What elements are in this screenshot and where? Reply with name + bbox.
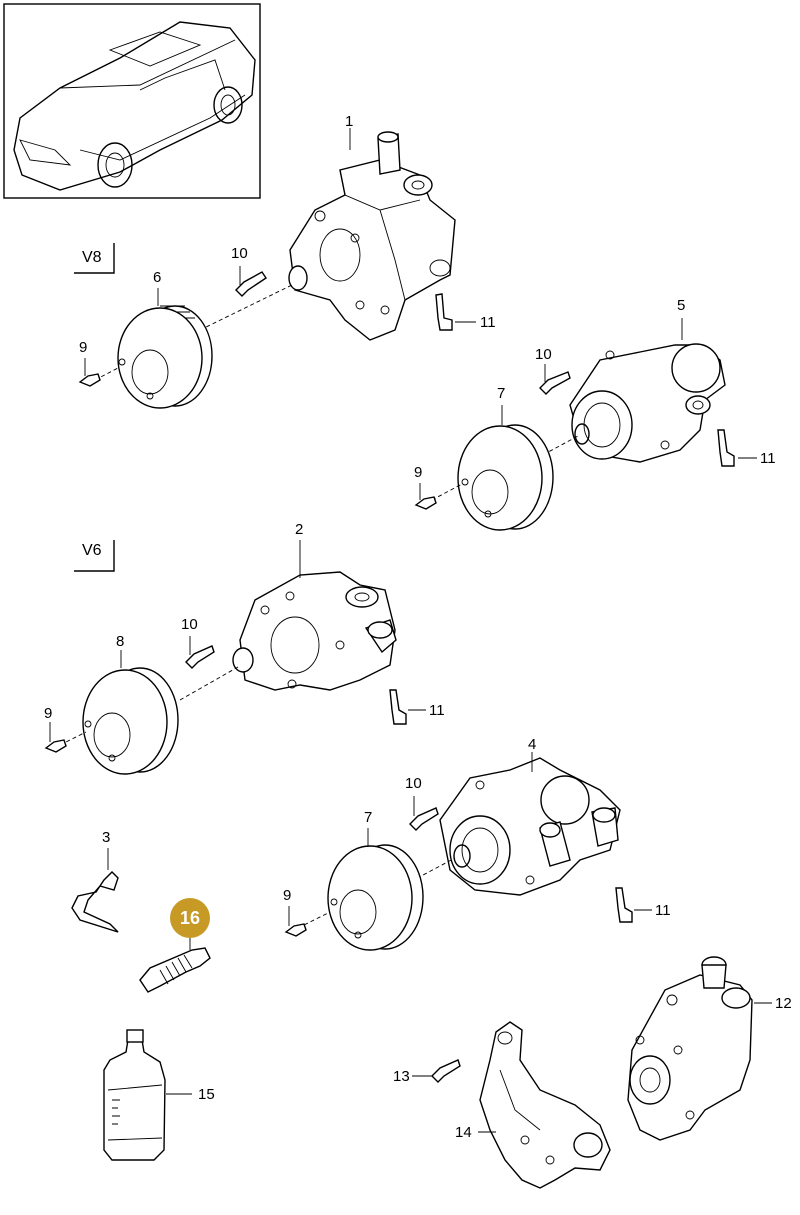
bolt-9-a xyxy=(78,373,101,387)
callout-10-a: 10 xyxy=(231,245,248,262)
bolt-9-d xyxy=(284,923,307,937)
pulley-7-b xyxy=(327,844,424,951)
callout-9-d: 9 xyxy=(283,887,292,904)
callout-10-d: 10 xyxy=(405,775,422,792)
pulley-7-a xyxy=(457,424,554,531)
callout-4: 4 xyxy=(528,736,537,753)
variant-label-v6: V6 xyxy=(82,542,102,559)
bolt-9-b xyxy=(414,496,437,510)
callout-11-a: 11 xyxy=(480,314,496,331)
callout-8: 8 xyxy=(116,633,125,650)
callout-11-c: 11 xyxy=(429,702,445,719)
bolt-13 xyxy=(431,1059,461,1083)
callout-2: 2 xyxy=(295,521,304,538)
bolt-11-a xyxy=(435,293,453,331)
oil-bottle-15 xyxy=(103,1029,166,1161)
callout-1: 1 xyxy=(345,113,354,130)
drive-shaft-16 xyxy=(139,947,211,993)
power-steering-pump-12 xyxy=(627,956,753,1141)
bolt-10-b xyxy=(539,371,571,395)
pulley-6 xyxy=(117,305,213,409)
power-steering-pump-4 xyxy=(439,757,621,896)
callout-16-highlight[interactable]: 16 xyxy=(170,898,210,938)
retaining-clip-3 xyxy=(71,871,119,933)
callout-10-c: 10 xyxy=(181,616,198,633)
callout-6: 6 xyxy=(153,269,162,286)
callout-7-b: 7 xyxy=(364,809,373,826)
bolt-11-b xyxy=(717,429,735,467)
callout-9-c: 9 xyxy=(44,705,53,722)
pulley-8 xyxy=(82,667,179,775)
callout-10-b: 10 xyxy=(535,346,552,363)
bolt-10-c xyxy=(185,645,215,669)
callout-13: 13 xyxy=(393,1068,410,1085)
bracket-14 xyxy=(479,1021,611,1189)
variant-label-v8: V8 xyxy=(82,249,102,266)
callout-11-d: 11 xyxy=(655,902,671,919)
vehicle-overview xyxy=(3,3,261,199)
callout-5: 5 xyxy=(677,297,686,314)
bolt-11-d xyxy=(615,887,633,923)
callout-7-a: 7 xyxy=(497,385,506,402)
power-steering-pump-5 xyxy=(569,343,726,463)
bolt-10-d xyxy=(409,807,439,831)
callout-9-b: 9 xyxy=(414,464,423,481)
callout-11-b: 11 xyxy=(760,450,776,467)
callout-9-a: 9 xyxy=(79,339,88,356)
callout-12: 12 xyxy=(775,995,792,1012)
callout-3: 3 xyxy=(102,829,111,846)
bolt-11-c xyxy=(389,689,407,725)
bolt-10-a xyxy=(235,271,267,297)
power-steering-pump-v8 xyxy=(288,131,456,341)
bolt-9-c xyxy=(44,739,67,753)
power-steering-pump-v6 xyxy=(232,571,397,691)
callout-14: 14 xyxy=(455,1124,472,1141)
callout-15: 15 xyxy=(198,1086,215,1103)
